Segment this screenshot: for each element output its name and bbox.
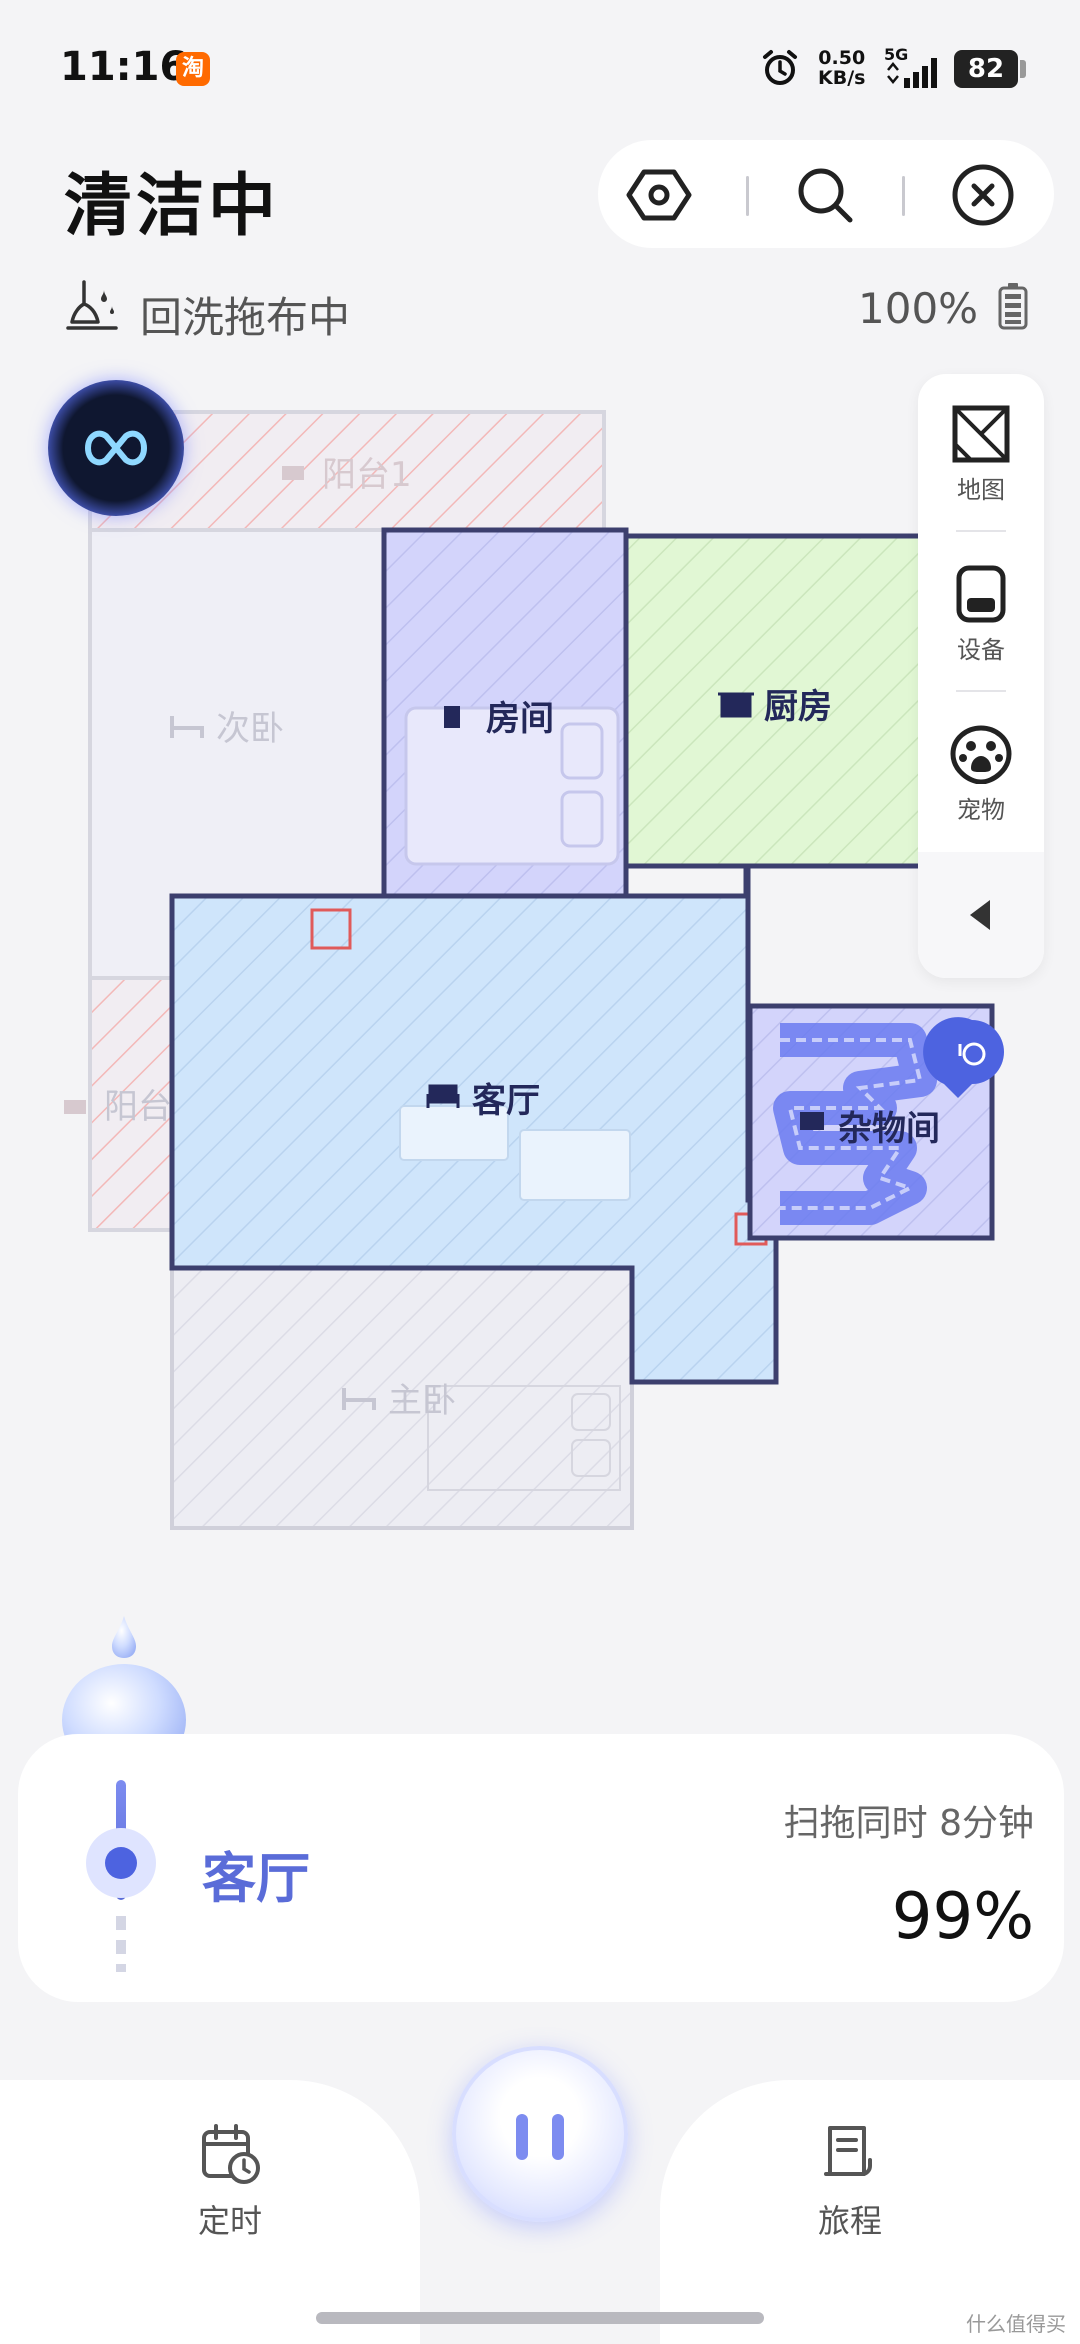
room-label: 房间 <box>486 699 554 739</box>
battery-icon <box>998 283 1028 330</box>
side-divider <box>956 530 1006 532</box>
nav-journey[interactable]: 旅程 <box>780 2122 920 2242</box>
current-room: 客厅 <box>202 1847 310 1910</box>
side-item-pet[interactable]: 宠物 <box>918 724 1044 825</box>
pause-button[interactable] <box>452 2046 628 2222</box>
side-item-map[interactable]: 地图 <box>918 404 1044 505</box>
nav-label: 旅程 <box>817 2202 882 2240</box>
side-divider <box>956 690 1006 692</box>
room-label: 客厅 <box>472 1081 540 1121</box>
nav-left-panel: 定时 <box>0 2080 420 2344</box>
map-side-panel: 地图 设备 宠物 <box>918 374 1044 978</box>
progress-percent: 99% <box>891 1880 1034 1954</box>
network-speed-unit: KB/s <box>818 67 866 89</box>
progress-card: 客厅 扫拖同时 8分钟 99% <box>18 1734 1064 2002</box>
search-icon[interactable] <box>790 160 860 230</box>
robot-battery-percent: 100% <box>858 284 979 333</box>
nav-schedule[interactable]: 定时 <box>160 2122 300 2242</box>
progress-track-remaining <box>116 1916 126 1972</box>
status-time: 11:16 <box>60 44 188 90</box>
substatus-text: 回洗拖布中 <box>140 293 351 342</box>
ai-assistant-orb[interactable] <box>48 380 184 516</box>
alarm-icon <box>763 50 797 85</box>
room-label: 次卧 <box>216 709 284 749</box>
cleaning-mode: 扫拖同时 8分钟 <box>783 1803 1034 1844</box>
room-label: 杂物间 <box>838 1109 940 1149</box>
close-icon[interactable] <box>948 160 1018 230</box>
toolbar <box>598 140 1054 248</box>
nav-label: 定时 <box>197 2202 262 2240</box>
map-icon <box>952 405 1010 463</box>
room-label: 主卧 <box>388 1381 456 1421</box>
watermark: 什么值得买 <box>966 2312 1066 2336</box>
settings-icon[interactable] <box>624 160 694 230</box>
side-item-label: 地图 <box>957 476 1005 504</box>
pause-icon <box>552 2114 564 2160</box>
mop-washing-icon <box>66 280 118 330</box>
nav-right-panel: 旅程 <box>660 2080 1080 2344</box>
room-kitchen[interactable]: 厨房 <box>623 533 927 869</box>
room-bedroom[interactable]: 房间 <box>381 527 629 899</box>
side-item-label: 设备 <box>957 636 1005 664</box>
side-panel-collapse[interactable] <box>918 852 1044 978</box>
home-indicator[interactable] <box>316 2312 764 2324</box>
svg-text:5G: 5G <box>884 46 908 64</box>
paw-icon <box>950 725 1012 784</box>
side-item-device[interactable]: 设备 <box>918 564 1044 665</box>
status-battery: 82 <box>954 50 1026 88</box>
network-speed: 0.50 KB/s <box>818 48 865 88</box>
toolbar-divider <box>902 176 905 216</box>
room-living-room[interactable]: 客厅 <box>169 863 779 1385</box>
room-master-bedroom[interactable]: 主卧 <box>170 1266 634 1530</box>
triangle-left-icon <box>970 900 990 930</box>
page-title: 清洁中 <box>64 167 281 246</box>
signal-icon: 5G <box>884 46 937 88</box>
pause-icon <box>516 2114 528 2160</box>
network-speed-value: 0.50 <box>818 47 866 69</box>
side-item-label: 宠物 <box>957 796 1005 824</box>
app-notification-badge: 淘 <box>176 52 210 86</box>
current-location-dot <box>86 1828 156 1898</box>
document-icon <box>824 2126 872 2176</box>
status-bar: 11:16 淘 0.50 KB/s 5G 82 <box>0 0 1080 130</box>
calendar-clock-icon <box>202 2124 260 2184</box>
room-label: 厨房 <box>764 687 832 727</box>
toolbar-divider <box>746 176 749 216</box>
room-label: 阳台1 <box>322 455 412 495</box>
dock-location-icon[interactable] <box>923 1017 1004 1098</box>
device-icon <box>956 565 1006 623</box>
infinity-icon <box>84 430 148 466</box>
